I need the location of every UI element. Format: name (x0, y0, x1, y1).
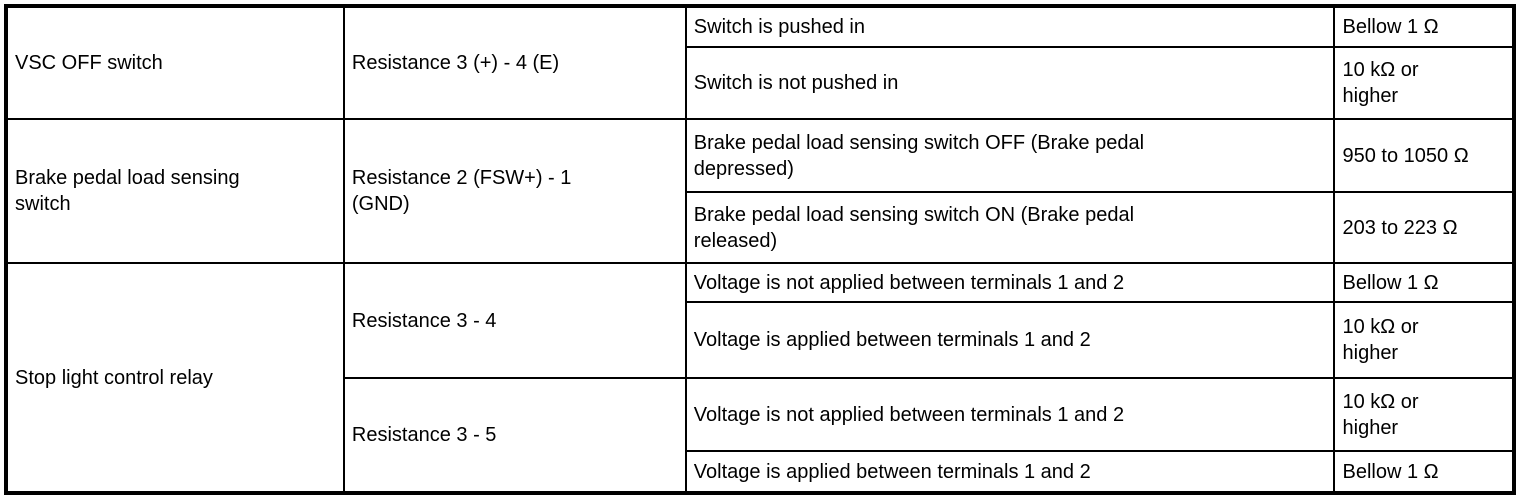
value-cell: 203 to 223 Ω (1332, 191, 1515, 264)
table-row: Voltage is applied between terminals 1 a… (6, 450, 1515, 494)
condition-cell: Voltage is not applied between terminals… (684, 262, 1335, 303)
table-row: Switch is not pushed in 10 kΩ or higher (6, 46, 1515, 120)
component-cell: Brake pedal load sensing switch (5, 118, 345, 264)
table-row: Brake pedal load sensing switch Resistan… (5, 118, 1515, 264)
value-cell: Bellow 1 Ω (1332, 450, 1515, 494)
resistance-spec-table: VSC OFF switch Resistance 3 (+) - 4 (E) … (4, 4, 1516, 495)
condition-cell: Brake pedal load sensing switch OFF (Bra… (684, 118, 1335, 193)
value-cell: 950 to 1050 Ω (1332, 118, 1515, 193)
table-row: Resistance 3 - 5 Voltage is not applied … (6, 377, 1515, 494)
measurement-cell: Resistance 3 - 5 (342, 377, 687, 494)
condition-cell: Brake pedal load sensing switch ON (Brak… (684, 191, 1335, 264)
value-cell: 10 kΩ or higher (1332, 46, 1515, 120)
table-row: Voltage is applied between terminals 1 a… (6, 301, 1515, 379)
table-row: VSC OFF switch Resistance 3 (+) - 4 (E) … (5, 5, 1515, 120)
table-row: Stop light control relay Resistance 3 - … (5, 262, 1515, 494)
condition-cell: Switch is not pushed in (684, 46, 1335, 120)
value-cell: Bellow 1 Ω (1332, 5, 1515, 48)
condition-cell: Voltage is applied between terminals 1 a… (684, 301, 1335, 379)
component-cell: Stop light control relay (5, 262, 345, 494)
value-cell: 10 kΩ or higher (1332, 377, 1515, 452)
component-cell: VSC OFF switch (5, 5, 345, 120)
condition-cell: Voltage is applied between terminals 1 a… (684, 450, 1335, 494)
measurement-cell: Resistance 2 (FSW+) - 1 (GND) (342, 118, 687, 264)
value-cell: 10 kΩ or higher (1332, 301, 1515, 379)
measurement-cell: Resistance 3 - 4 (342, 262, 687, 379)
measurement-cell: Resistance 3 (+) - 4 (E) (342, 5, 687, 120)
value-cell: Bellow 1 Ω (1332, 262, 1515, 303)
table-row: Brake pedal load sensing switch ON (Brak… (6, 191, 1515, 264)
condition-cell: Switch is pushed in (684, 5, 1335, 48)
condition-cell: Voltage is not applied between terminals… (684, 377, 1335, 452)
